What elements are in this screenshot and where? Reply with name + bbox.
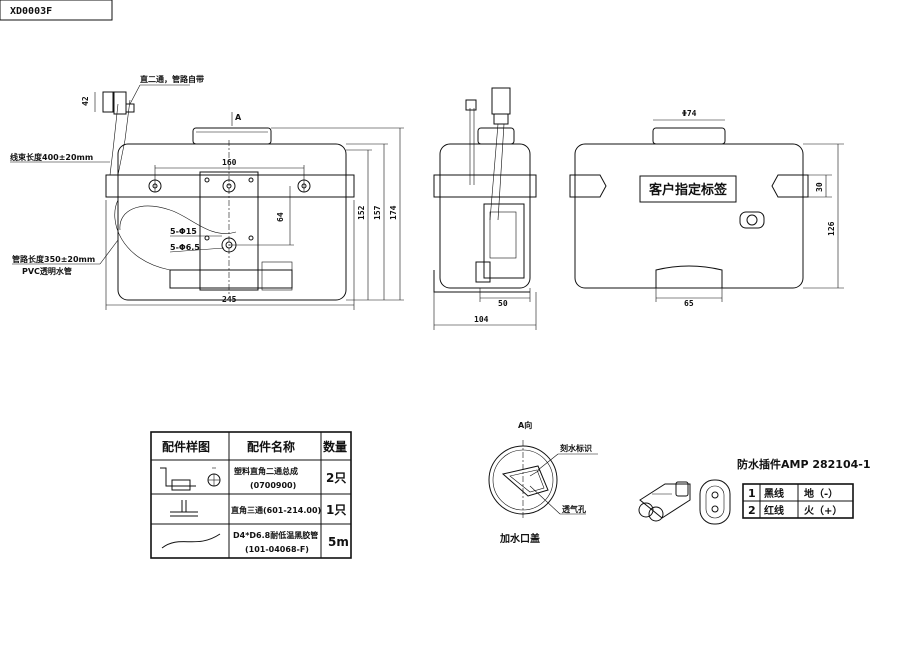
part-1-qty: 2只: [326, 471, 346, 485]
dim-phi74: Φ74: [682, 109, 697, 118]
water-mark-label: 刻水标识: [560, 443, 592, 453]
cap-view: A向 刻水标识 透气孔 加水口盖: [488, 420, 598, 545]
dim-30: 30: [815, 182, 824, 192]
part-3-name: D4*D6.8耐低温黑胶管: [233, 530, 318, 540]
dim-64: 64: [276, 212, 285, 222]
hose-length: 管路长度350±20mm: [12, 254, 95, 264]
parts-table: 配件样图 配件名称 数量 塑料直角二通总成 (0700900) 2只 直角三通(…: [150, 431, 352, 559]
view-a-marker: A: [235, 113, 242, 122]
rear-view: 客户指定标签 Φ74 30 126 65: [569, 109, 844, 308]
drawing-code: XD0003F: [10, 6, 52, 17]
table-header-name: 配件名称: [247, 439, 295, 454]
dim-160: 160: [222, 158, 237, 167]
connector-title: 防水插件AMP 282104-1: [737, 457, 871, 471]
harness-length: 线束长度400±20mm: [10, 152, 93, 162]
dim-245: 245: [222, 295, 237, 304]
dim-50: 50: [498, 299, 508, 308]
part-hose-icon: [161, 533, 221, 549]
part-1-name: 塑料直角二通总成: [234, 466, 298, 476]
connector-plug-icon: [638, 481, 691, 522]
side-view: 50 104: [433, 87, 537, 330]
pin-2-wire: 红线: [764, 504, 784, 517]
tee-note: 直二通，管路自带: [140, 74, 204, 84]
part-3-qty: 5m: [328, 535, 349, 549]
hole-6-5: 5-Φ6.5: [170, 243, 200, 252]
connector-face-icon: [699, 479, 731, 525]
part-elbow-icon: [160, 467, 221, 491]
part-1-code: (0700900): [250, 481, 296, 490]
pin-1: 1: [748, 487, 756, 500]
pin-2-func: 火（+）: [804, 504, 842, 517]
part-tee-icon: [170, 500, 198, 517]
customer-label-box: 客户指定标签: [649, 182, 728, 198]
cap-view-title: A向: [518, 420, 532, 430]
table-header-sample: 配件样图: [162, 439, 210, 454]
pin-2: 2: [748, 504, 756, 517]
part-2-name: 直角三通(601-214.00): [231, 505, 321, 515]
dim-104: 104: [474, 315, 489, 324]
dim-42: 42: [81, 96, 90, 106]
front-view: 42 A 直二通，管路自带 线束长度400±20mm 管路长度350±20mm …: [10, 74, 404, 310]
dim-126: 126: [827, 221, 836, 236]
cap-caption: 加水口盖: [499, 532, 540, 545]
vent-hole-label: 透气孔: [562, 504, 586, 514]
dim-174: 174: [389, 205, 398, 220]
dim-157: 157: [373, 205, 382, 220]
hose-material: PVC透明水管: [22, 266, 72, 276]
pin-1-func: 地（-）: [804, 487, 838, 500]
part-3-code: (101-04068-F): [245, 545, 309, 554]
hole-15: 5-Φ15: [170, 227, 197, 236]
pin-1-wire: 黑线: [764, 487, 784, 500]
dim-152: 152: [357, 205, 366, 220]
connector: 防水插件AMP 282104-1 1 黑线 地（-） 2 红线 火（+）: [638, 457, 871, 525]
table-header-qty: 数量: [323, 439, 347, 454]
part-2-qty: 1只: [326, 503, 346, 517]
title-block: XD0003F: [0, 0, 113, 21]
dim-65: 65: [684, 299, 694, 308]
